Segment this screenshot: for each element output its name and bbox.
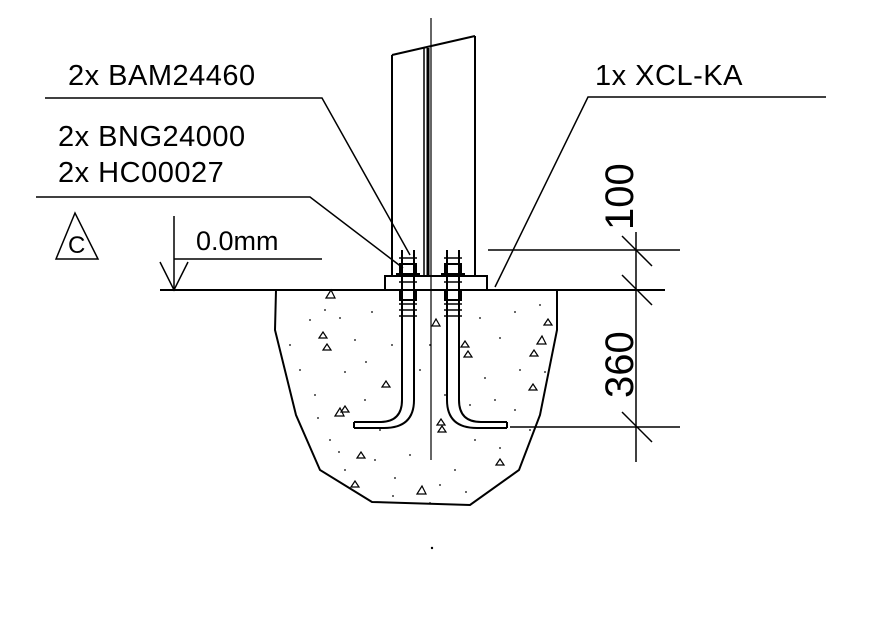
section-marker-letter: C — [68, 232, 85, 259]
anchor-bolt-right — [441, 250, 508, 429]
concrete-aggregate — [317, 288, 554, 495]
column-post — [391, 18, 476, 460]
callout-bam: 2x BAM24460 — [68, 60, 256, 92]
level-marker — [159, 216, 322, 292]
callout-hc: 2x HC00027 — [58, 157, 224, 189]
dimension-lines — [488, 232, 680, 462]
stray-dot — [430, 546, 434, 550]
dimension-upper: 100 — [598, 163, 642, 230]
callout-bng: 2x BNG24000 — [58, 121, 246, 153]
section-marker-icon: C — [54, 211, 100, 260]
dimension-lower: 360 — [598, 331, 642, 398]
concrete-footing — [273, 289, 558, 507]
leader-lines — [36, 96, 826, 288]
base-plate — [384, 275, 488, 291]
callout-xcl: 1x XCL-KA — [595, 60, 743, 92]
concrete-speckles — [289, 304, 546, 504]
level-value: 0.0mm — [196, 226, 279, 256]
anchor-bolt-left — [353, 250, 420, 429]
